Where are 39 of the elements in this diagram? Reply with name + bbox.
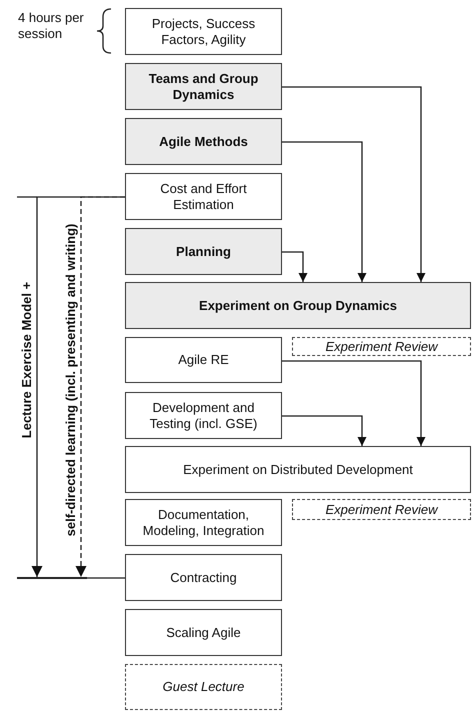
session-box	[125, 63, 282, 110]
arrow	[282, 360, 426, 446]
session-box	[125, 554, 282, 601]
session-title: Experiment on Distributed Development	[182, 462, 414, 478]
edge-label: self-directed learning (incl. presenting and writing)	[63, 224, 79, 536]
session-box	[125, 282, 471, 329]
session-title: Projects, Success Factors, Agility	[150, 16, 256, 48]
session-title: Agile Methods	[158, 134, 249, 150]
session-title: Guest Lecture	[162, 679, 246, 695]
arrow	[282, 415, 366, 446]
edge-label: Lecture Exercise Model +	[19, 282, 35, 438]
optional-session-box	[292, 499, 471, 520]
optional-session-box	[292, 337, 471, 356]
duration-note: 4 hours per session	[18, 10, 85, 42]
session-box	[125, 173, 282, 220]
session-title: Documentation, Modeling, Integration	[142, 506, 266, 538]
session-box	[125, 228, 282, 275]
arrow	[282, 141, 366, 282]
session-title: Scaling Agile	[165, 624, 242, 640]
session-title: Experiment Review	[324, 502, 440, 518]
session-title: Teams and Group Dynamics	[148, 70, 260, 102]
session-title: Agile RE	[177, 352, 230, 368]
session-box	[125, 337, 282, 383]
session-title: Experiment Review	[324, 338, 440, 354]
session-title: Development and Testing (incl. GSE)	[148, 400, 258, 432]
session-box	[125, 609, 282, 656]
session-box	[125, 499, 282, 546]
session-title: Cost and Effort Estimation	[159, 180, 248, 212]
arrow	[282, 86, 426, 282]
session-title: Planning	[175, 244, 232, 260]
session-box	[125, 446, 471, 493]
arrow	[76, 196, 125, 577]
session-box	[125, 392, 282, 439]
arrow	[282, 251, 308, 282]
session-title: Contracting	[169, 570, 238, 586]
session-box	[125, 118, 282, 165]
session-box	[125, 8, 282, 55]
session-title: Experiment on Group Dynamics	[198, 298, 398, 314]
optional-session-box	[125, 664, 282, 710]
